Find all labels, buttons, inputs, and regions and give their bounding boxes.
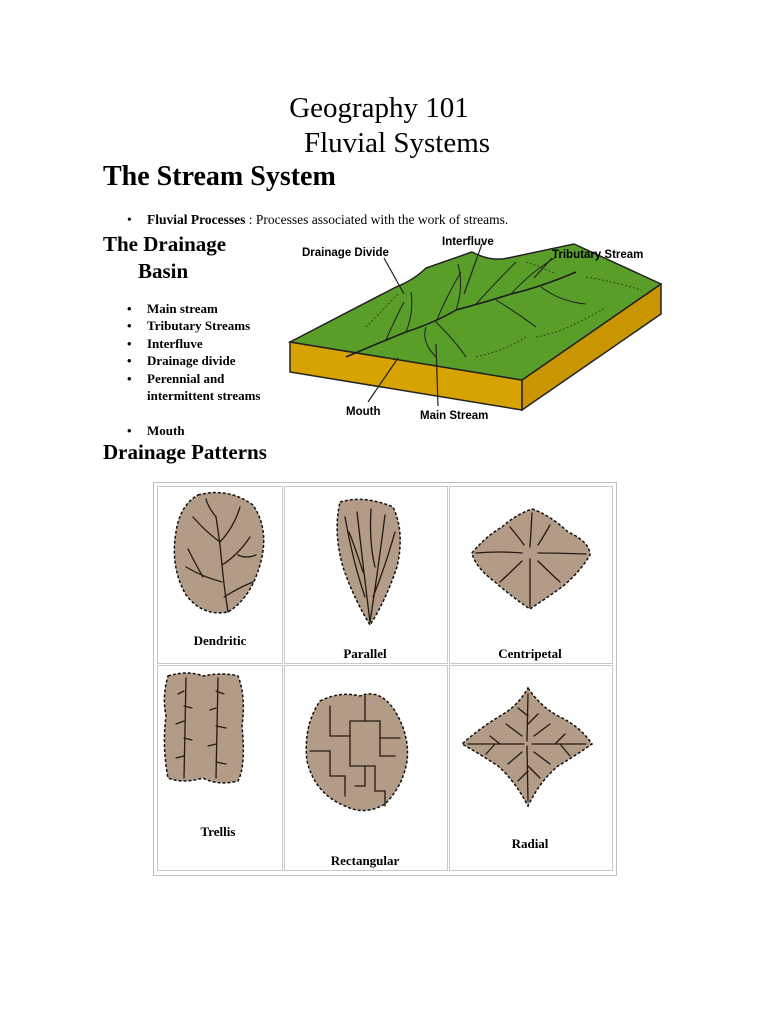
leader-lines — [367, 243, 553, 407]
bullet-text: Processes associated with the work of st… — [255, 212, 509, 227]
centripetal-pattern-icon — [471, 508, 591, 610]
pattern-label: Centripetal — [498, 646, 562, 661]
basin-top-surface — [287, 243, 663, 381]
pattern-label: Radial — [511, 836, 549, 851]
heading-line1: The Drainage — [103, 232, 227, 256]
radial-pattern-icon — [460, 686, 594, 808]
heading-drainage-basin: The Drainage Basin — [103, 231, 226, 285]
label-mouth: Mouth — [346, 406, 380, 418]
rectangular-pattern-icon — [305, 693, 409, 812]
page-title: Geography 101 — [289, 92, 469, 124]
label-main-stream: Main Stream — [420, 410, 488, 422]
list-item-label: Perennial and — [147, 370, 225, 386]
drainage-basin-figure: Drainage Divide Interfluve Tributary Str… — [287, 236, 663, 422]
pattern-cell-centripetal: Centripetal — [449, 486, 613, 664]
pattern-cell-radial: Radial — [449, 665, 613, 871]
heading-drainage-patterns: Drainage Patterns — [103, 440, 267, 464]
pattern-cell-rectangular: Rectangular — [284, 665, 448, 871]
bullet-dot: • — [127, 212, 132, 227]
heading-stream-system: The Stream System — [103, 161, 336, 192]
list-item: •Perennial and — [127, 370, 225, 386]
list-item: •Tributary Streams — [127, 318, 251, 334]
page-subtitle: Fluvial Systems — [303, 127, 491, 159]
list-item-label: Interfluve — [147, 335, 203, 351]
pattern-label: Trellis — [200, 824, 236, 839]
list-item-label: Drainage divide — [147, 353, 236, 369]
pattern-label: Parallel — [343, 646, 387, 661]
list-item: •Mouth — [127, 423, 185, 439]
dendritic-pattern-icon — [173, 491, 265, 614]
list-item-label: Mouth — [147, 423, 185, 439]
pattern-cell-dendritic: Dendritic — [157, 486, 283, 664]
interfluve-ridges — [365, 261, 642, 358]
list-item: •Drainage divide — [127, 353, 236, 369]
list-item: •Interfluve — [127, 335, 203, 351]
trellis-pattern-icon — [163, 672, 245, 784]
list-item: •Main stream — [127, 301, 218, 316]
pattern-label: Rectangular — [330, 853, 400, 868]
label-drainage-divide: Drainage Divide — [302, 247, 389, 259]
parallel-pattern-icon — [336, 498, 401, 627]
drainage-patterns-table: Dendritic Parallel Centripetal — [153, 482, 617, 876]
heading-line2: Basin — [138, 259, 189, 283]
bullet-separator: : — [245, 212, 256, 227]
list-item-label: Main stream — [147, 301, 218, 316]
pattern-label: Dendritic — [193, 633, 247, 648]
list-item-label: intermittent streams — [147, 388, 261, 404]
bullet-term: Fluvial Processes — [147, 212, 246, 227]
pattern-cell-trellis: Trellis — [157, 665, 283, 871]
bullet-fluvial-processes: • Fluvial Processes : Processes associate… — [127, 212, 508, 228]
label-tributary-stream: Tributary Stream — [552, 249, 643, 261]
label-interfluve: Interfluve — [442, 236, 494, 248]
list-item-continuation: intermittent streams — [127, 387, 260, 404]
pattern-cell-parallel: Parallel — [284, 486, 448, 664]
list-item-label: Tributary Streams — [147, 318, 251, 334]
tributary-lines — [385, 256, 587, 358]
basin-list: •Main stream •Tributary Streams •Interfl… — [127, 300, 260, 440]
